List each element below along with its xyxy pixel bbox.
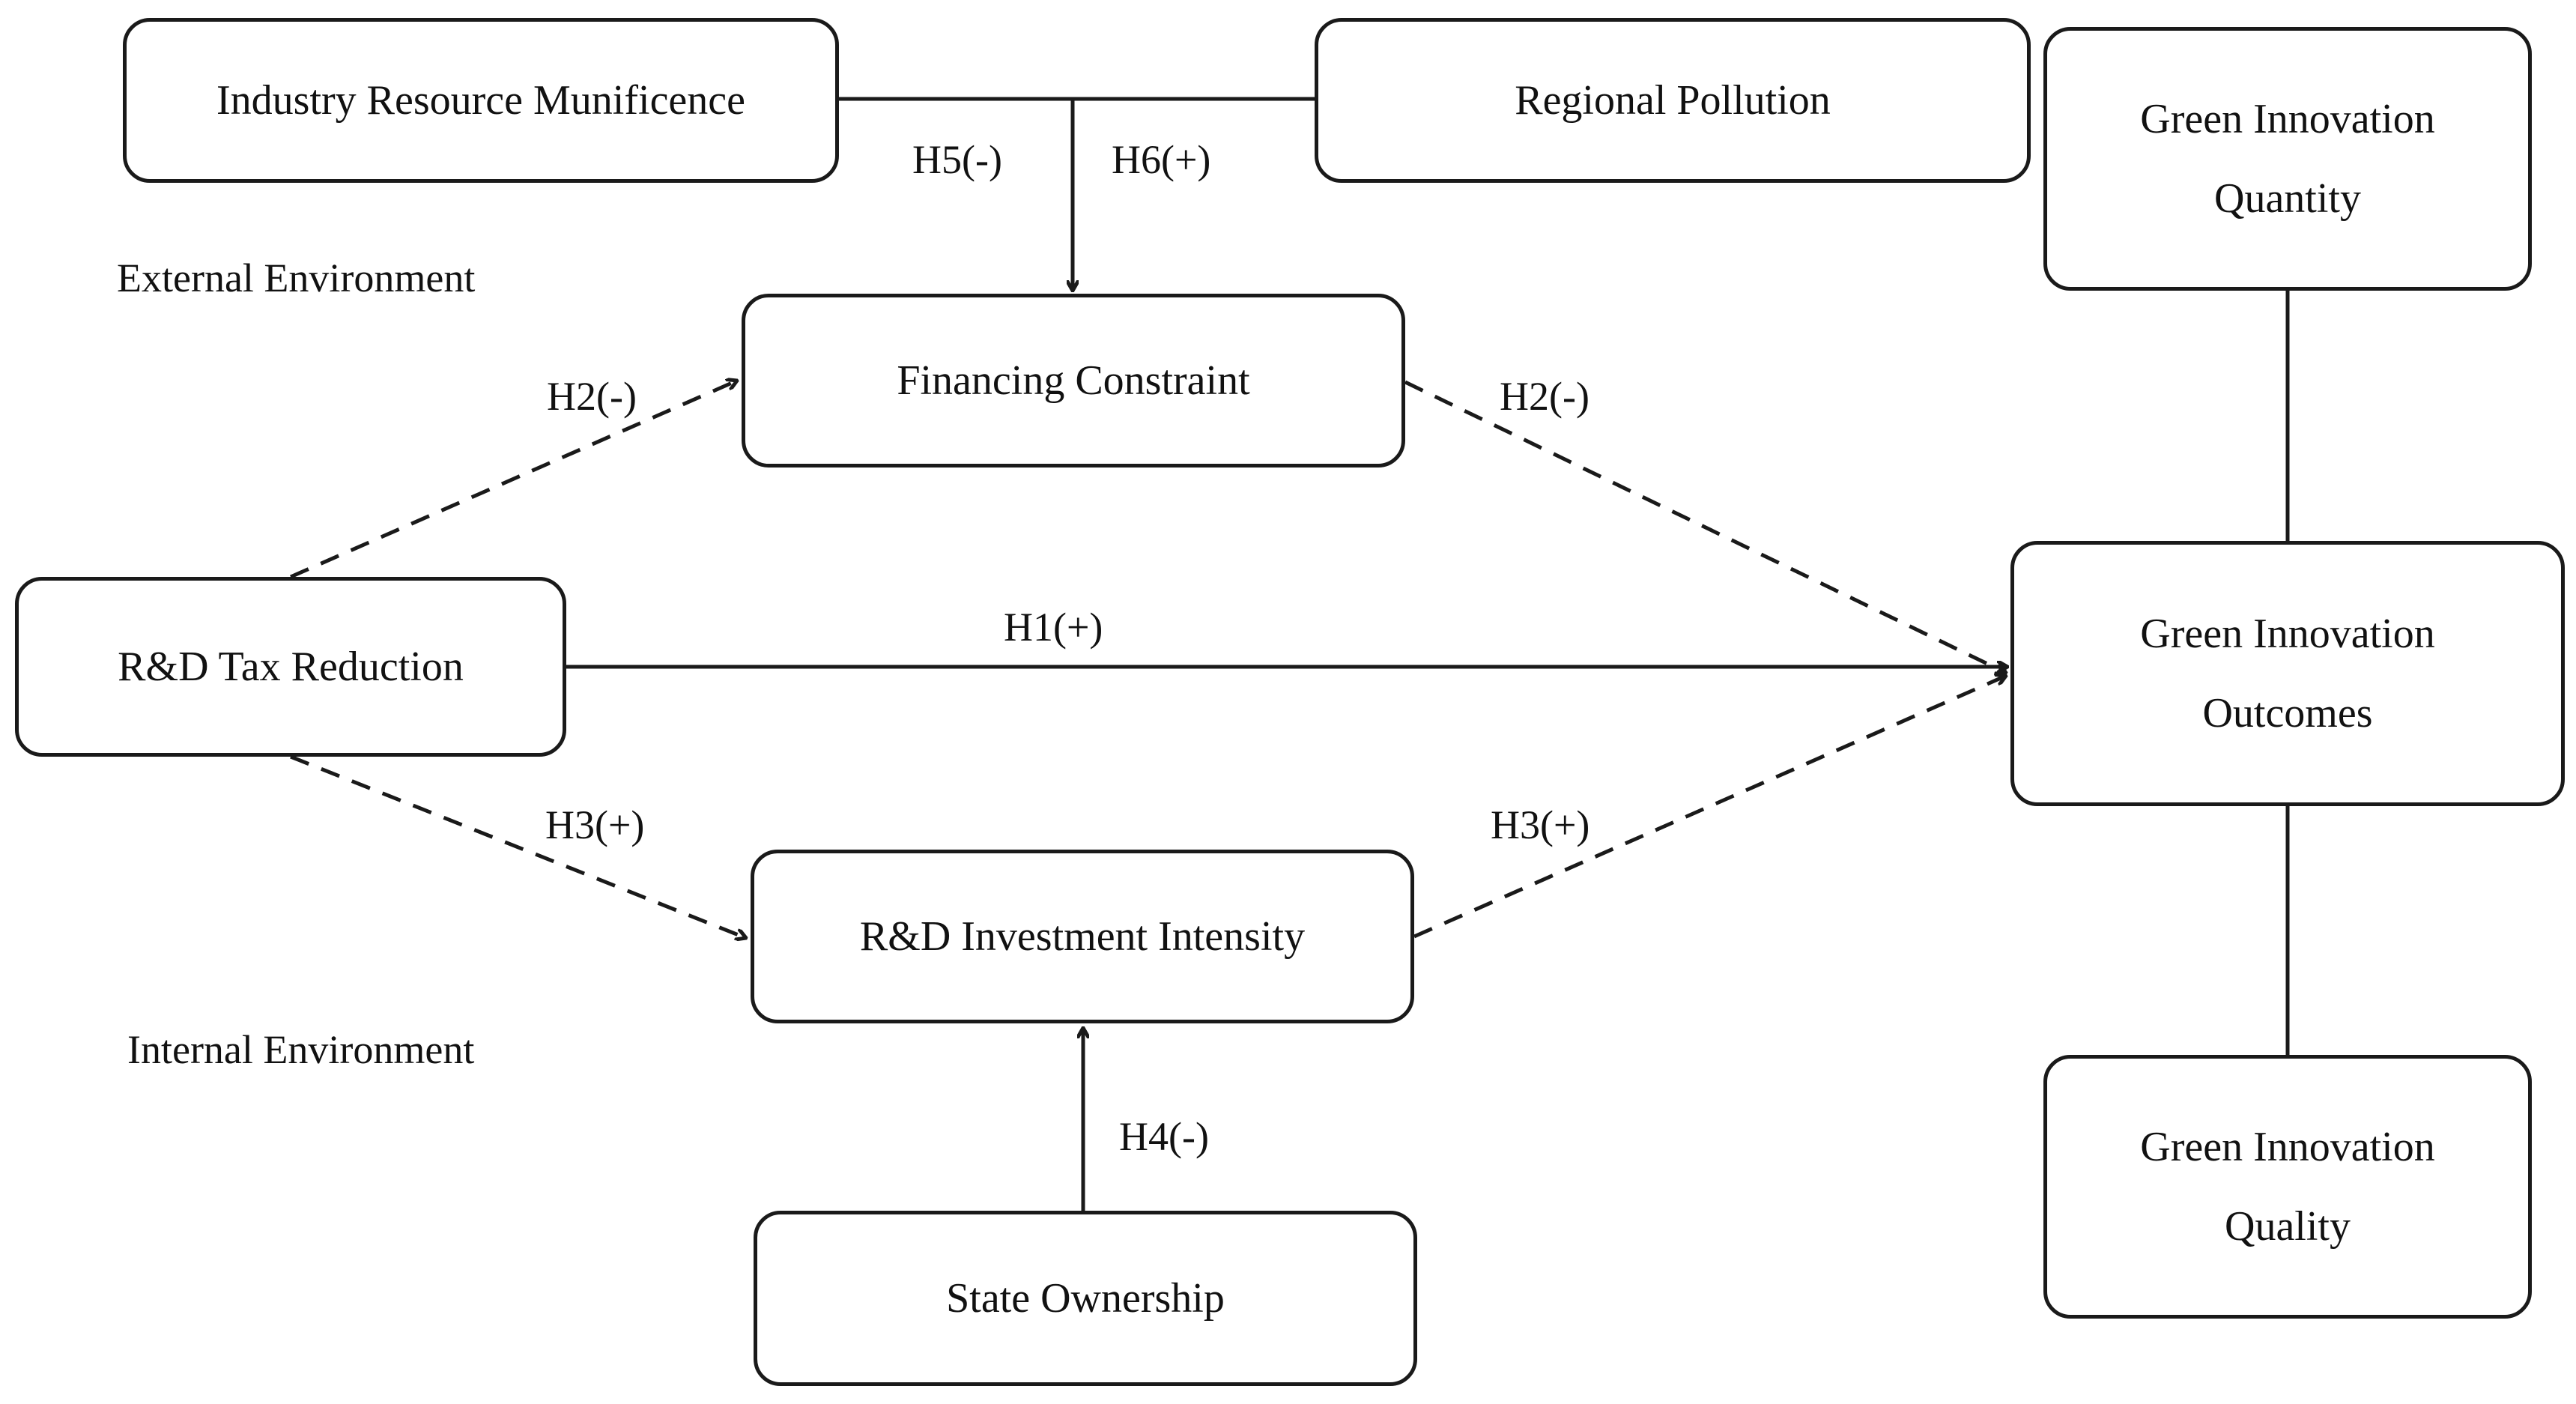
edge-h2-financing-to-outcomes (1404, 380, 2006, 673)
hypothesis-label-h3-out: H3(+) (1491, 802, 1590, 847)
node-regional-pollution: Regional Pollution (1315, 18, 2031, 183)
node-label: Financing Constraint (897, 357, 1250, 404)
node-label-line2: Quantity (2214, 175, 2361, 222)
node-financing-constraint: Financing Constraint (742, 294, 1405, 468)
node-label: R&D Investment Intensity (859, 913, 1306, 960)
node-green-innovation-outcomes: Green Innovation Outcomes (2010, 541, 2565, 806)
node-green-innovation-quantity: Green Innovation Quantity (2043, 27, 2532, 291)
hypothesis-label-h2-in: H2(-) (547, 374, 637, 419)
node-rd-investment-intensity: R&D Investment Intensity (751, 850, 1414, 1023)
node-label: Industry Resource Munificence (216, 76, 745, 124)
region-label-internal: Internal Environment (127, 1027, 475, 1072)
node-industry-resource-munificence: Industry Resource Munificence (123, 18, 839, 183)
node-rd-tax-reduction: R&D Tax Reduction (15, 577, 566, 757)
node-label-group: Green Innovation Quantity (2140, 79, 2434, 239)
edge-h3-rdinvestment-to-outcomes (1413, 676, 2006, 939)
hypothesis-label-h2-out: H2(-) (1500, 374, 1589, 419)
node-label-line2: Quality (2225, 1203, 2351, 1250)
hypothesis-label-h6: H6(+) (1112, 137, 1211, 182)
hypothesis-label-h3-in: H3(+) (545, 802, 645, 847)
node-label: State Ownership (946, 1274, 1225, 1322)
hypothesis-label-h1: H1(+) (1004, 605, 1103, 650)
hypothesis-label-h5: H5(-) (912, 137, 1002, 182)
node-state-ownership: State Ownership (754, 1211, 1417, 1386)
node-green-innovation-quality: Green Innovation Quality (2043, 1055, 2532, 1319)
node-label-line2: Outcomes (2202, 690, 2373, 736)
node-label: R&D Tax Reduction (118, 643, 464, 690)
node-label-line1: Green Innovation (2140, 95, 2435, 142)
node-label-group: Green Innovation Outcomes (2140, 594, 2434, 754)
node-label: Regional Pollution (1515, 76, 1831, 124)
region-label-external: External Environment (117, 255, 476, 300)
edge-h2-rdtax-to-financing (289, 381, 737, 579)
node-label-line1: Green Innovation (2140, 610, 2435, 657)
node-label-group: Green Innovation Quality (2140, 1107, 2434, 1267)
edge-h3-rdtax-to-rdinvestment (290, 754, 746, 938)
hypothesis-label-h4: H4(-) (1119, 1114, 1209, 1159)
node-label-line1: Green Innovation (2140, 1123, 2435, 1170)
